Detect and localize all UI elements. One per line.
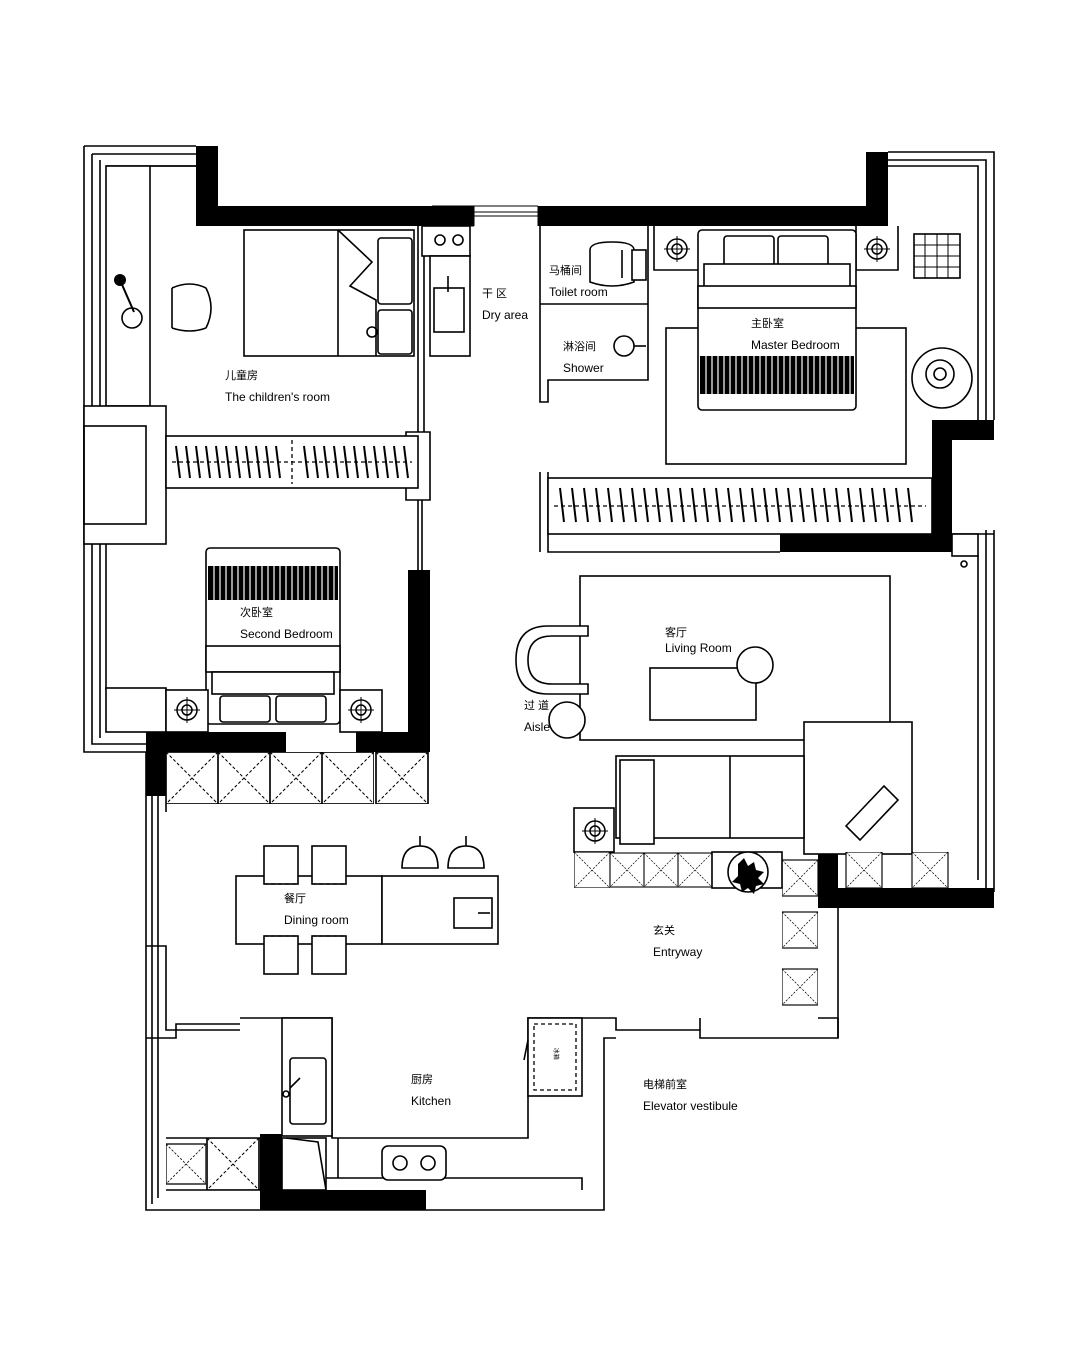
label-entryway-en: Entryway: [653, 944, 703, 959]
windows: [432, 205, 606, 227]
label-kitchen-cn: 厨房: [411, 1074, 433, 1086]
label-elevator-vestibule: 电梯前室 Elevator vestibule: [643, 1079, 738, 1114]
label-aisle-en: Aisle: [524, 719, 551, 734]
label-childrens-room: 儿童房 The children's room: [225, 370, 330, 405]
label-master-bedroom-cn: 主卧室: [751, 318, 784, 330]
label-second-bedroom: 次卧室 Second Bedroom: [240, 607, 333, 642]
label-elevator-vestibule-en: Elevator vestibule: [643, 1098, 738, 1113]
label-elevator-vestibule-cn: 电梯前室: [643, 1079, 687, 1091]
label-dry-area-en: Dry area: [482, 307, 529, 322]
bath-fixtures: [589, 241, 647, 357]
kitchen-fixtures: [281, 1017, 583, 1191]
wardrobe-children: [165, 435, 419, 489]
label-kitchen: 厨房 Kitchen: [411, 1074, 451, 1109]
dry-area-vanity: [421, 225, 471, 357]
plant-pot: [727, 851, 769, 894]
label-dining-room-cn: 餐厅: [284, 893, 306, 905]
label-dining-room: 餐厅 Dining room: [284, 893, 349, 928]
label-living-room-en: Living Room: [665, 640, 732, 655]
label-entryway-cn: 玄关: [653, 925, 675, 937]
label-shower-cn: 淋浴间: [563, 341, 596, 353]
label-second-bedroom-en: Second Bedroom: [240, 626, 333, 641]
wardrobe-master: [547, 477, 933, 535]
label-dry-area-cn: 干 区: [482, 288, 508, 300]
label-toilet-room-cn: 马桶间: [549, 265, 582, 277]
label-master-bedroom-en: Master Bedroom: [751, 337, 840, 352]
label-aisle-cn: 过 道: [524, 700, 550, 712]
label-second-bedroom-cn: 次卧室: [240, 607, 273, 619]
childrens-room-furniture: [83, 165, 415, 733]
label-entryway: 玄关 Entryway: [653, 925, 702, 960]
fridge-mark: 冰箱: [551, 1047, 558, 1060]
living-room-furniture: [515, 533, 994, 855]
label-toilet-room-en: Toilet room: [549, 284, 608, 299]
master-bedroom-furniture: [663, 229, 973, 465]
label-toilet-room: 马桶间 Toilet room: [549, 265, 608, 300]
label-living-room-cn: 客厅: [665, 627, 687, 639]
label-dining-room-en: Dining room: [284, 912, 349, 927]
label-kitchen-en: Kitchen: [411, 1093, 452, 1108]
label-dry-area: 干 区 Dry area: [482, 288, 528, 323]
label-childrens-room-en: The children's room: [225, 389, 330, 404]
label-childrens-room-cn: 儿童房: [225, 370, 258, 382]
label-living-room: 客厅 Living Room: [665, 627, 732, 656]
second-bedroom-furniture: [165, 547, 383, 733]
label-shower-en: Shower: [563, 360, 604, 375]
label-aisle: 过 道 Aisle: [524, 700, 550, 735]
dining-furniture: [235, 836, 499, 975]
label-master-bedroom: 主卧室 Master Bedroom: [751, 318, 840, 353]
label-shower: 淋浴间 Shower: [563, 341, 604, 376]
structural-walls: [146, 146, 994, 1210]
